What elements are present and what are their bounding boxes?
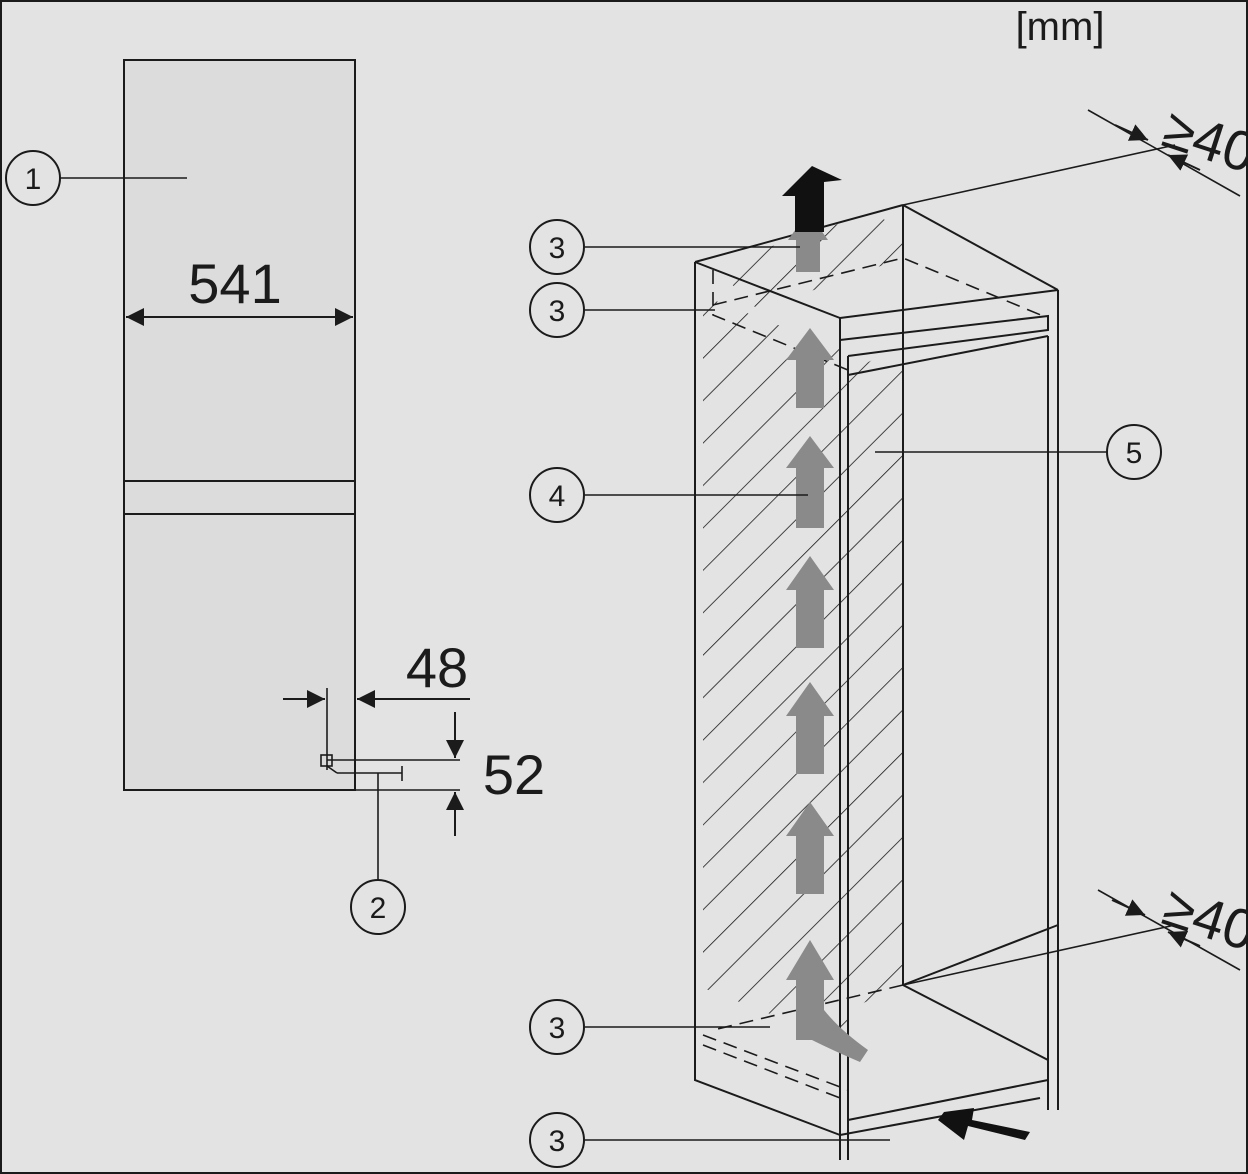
cabinet-left-edge: [694, 262, 841, 1136]
ventilation-back-hatch: [848, 345, 903, 1010]
appliance-bottom-edge: [847, 1079, 1049, 1121]
callout-3d-circle: [529, 1112, 585, 1168]
callout-3c-label: 3: [549, 1012, 566, 1045]
cabinet-top-left-edge: [694, 261, 841, 319]
ventilation-side-hatch: [703, 296, 848, 1044]
callout-5-circle: [1106, 424, 1162, 480]
airflow-arrow-icon: [786, 328, 834, 408]
callout-3a-label: 3: [549, 232, 566, 265]
airflow-arrow-icon: [786, 556, 834, 648]
hidden-bottom-edge-2: [702, 1044, 841, 1099]
bottom-clearance-arrow-1: [1111, 899, 1146, 916]
niche-isometric-view: ≥40 ≥40 3 3 4: [529, 96, 1248, 1168]
callout-1-circle: [5, 150, 61, 206]
bottom-clearance-extension: [902, 924, 1176, 986]
hidden-bottom-edge-1: [702, 1034, 849, 1091]
callout-3b-circle: [529, 282, 585, 338]
callout-3a-circle: [529, 219, 585, 275]
callout-1-label: 1: [25, 163, 42, 196]
exhaust-air-arrow-icon: [782, 166, 842, 232]
appliance-top-edge: [847, 335, 1049, 376]
airflow-arrow-icon: [786, 682, 834, 774]
appliance-front-panel: [123, 59, 356, 791]
airflow-curved-arrow-icon: [786, 940, 868, 1062]
top-clearance-arrow-2: [1167, 154, 1201, 171]
top-clearance-dimension-line: [1087, 109, 1241, 197]
airflow-arrow-icon: [786, 436, 834, 528]
cabinet-top-panel-front: [839, 314, 1049, 357]
bottom-shelf-side: [902, 984, 1049, 1061]
cabinet-top-right-edge: [902, 204, 1059, 291]
callout-2-label: 2: [370, 892, 387, 925]
bottom-shelf-back: [902, 924, 1059, 986]
top-clearance-extension-1: [902, 144, 1176, 206]
offset-bottom-label: 52: [483, 743, 545, 806]
callout-3d-label: 3: [549, 1125, 566, 1158]
callout-3b-label: 3: [549, 295, 566, 328]
width-dimension-label: 541: [188, 252, 281, 315]
connection-pipe-bend: [326, 765, 338, 774]
top-clearance-arrow-1: [1114, 124, 1149, 141]
cabinet-top-back-edge: [839, 289, 1059, 319]
callout-2-circle: [350, 879, 406, 935]
callout-4-label: 4: [549, 480, 566, 513]
offset-side-label: 48: [406, 636, 468, 699]
callout-5-label: 5: [1126, 437, 1143, 470]
callout-3c-circle: [529, 999, 585, 1055]
bottom-clearance-arrow-2: [1167, 930, 1201, 948]
top-clearance-label: ≥40: [1156, 96, 1248, 185]
front-view: 541 1 48 52 2: [5, 59, 545, 935]
callout-4-circle: [529, 467, 585, 523]
plinth-bottom-edge: [839, 1097, 1041, 1136]
airflow-arrow-icon: [786, 802, 834, 894]
intake-air-arrow-icon: [938, 1108, 1030, 1140]
unit-label: [mm]: [1016, 5, 1105, 49]
bottom-clearance-label: ≥40: [1156, 874, 1248, 963]
